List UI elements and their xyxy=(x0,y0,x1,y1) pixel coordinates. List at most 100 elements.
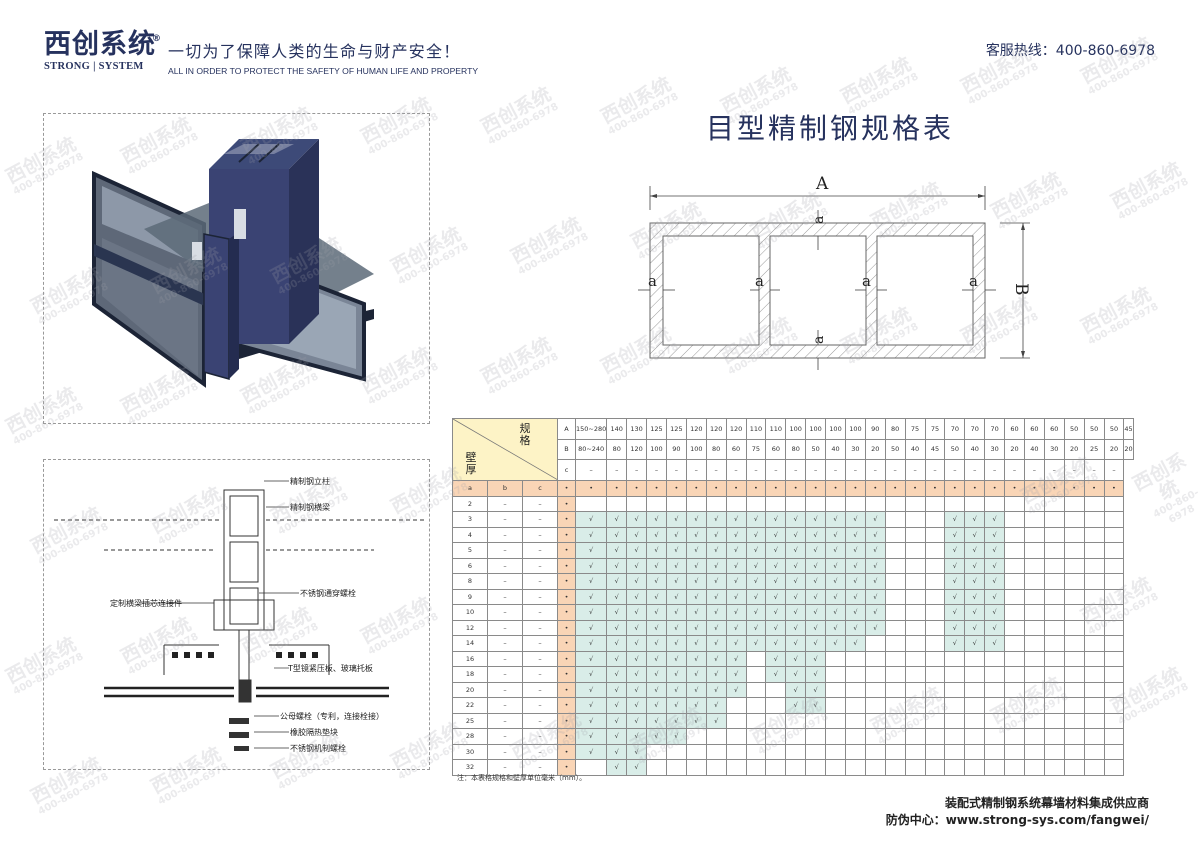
empty-cell xyxy=(884,604,906,621)
empty-cell xyxy=(1083,650,1105,667)
spec-c-value: – xyxy=(805,459,827,481)
b-value: – xyxy=(487,604,523,621)
dot-cell: • xyxy=(904,480,926,497)
empty-cell xyxy=(1004,712,1025,729)
check-cell: √ xyxy=(984,542,1006,559)
spec-A-value: 70 xyxy=(944,418,966,440)
table-row: 22––•√√√√√√√√√ xyxy=(452,697,1134,714)
check-cell: √ xyxy=(944,604,966,621)
empty-cell xyxy=(944,743,966,760)
row-label-B: B xyxy=(557,438,576,461)
dot-cell: • xyxy=(864,480,886,497)
check-cell: √ xyxy=(646,511,667,528)
empty-cell xyxy=(1063,759,1085,776)
check-cell: √ xyxy=(705,573,727,590)
dot-cell: • xyxy=(685,480,707,497)
check-cell: √ xyxy=(864,573,886,590)
spec-A-value: 70 xyxy=(984,418,1006,440)
empty-cell xyxy=(1004,666,1025,683)
empty-cell xyxy=(1004,681,1025,698)
check-cell: √ xyxy=(626,542,648,559)
check-cell: √ xyxy=(705,511,727,528)
spec-c-value: – xyxy=(1083,459,1105,481)
empty-cell xyxy=(805,759,827,776)
empty-cell xyxy=(964,495,986,512)
c-value: – xyxy=(522,712,558,729)
spec-c-value: – xyxy=(864,459,886,481)
empty-cell xyxy=(825,681,846,698)
check-cell: √ xyxy=(964,573,986,590)
dot-cell: • xyxy=(705,480,727,497)
empty-cell xyxy=(864,666,886,683)
brand-name-cn: 西创系统 xyxy=(44,29,156,60)
empty-cell xyxy=(1063,495,1085,512)
empty-cell xyxy=(924,650,946,667)
thickness-value: 22 xyxy=(452,697,488,714)
check-cell: √ xyxy=(745,588,767,605)
check-cell: √ xyxy=(574,511,608,528)
empty-cell xyxy=(884,759,906,776)
watermark-name: 西创系统 xyxy=(1129,449,1190,505)
empty-cell xyxy=(1083,542,1105,559)
spec-c-value: – xyxy=(574,459,608,481)
check-cell: √ xyxy=(685,588,707,605)
check-cell: √ xyxy=(805,650,827,667)
empty-cell xyxy=(1023,681,1045,698)
check-cell: √ xyxy=(944,588,966,605)
empty-cell xyxy=(884,619,906,636)
check-cell: √ xyxy=(626,619,648,636)
check-cell: √ xyxy=(725,681,747,698)
check-cell: √ xyxy=(825,588,846,605)
check-cell: √ xyxy=(745,604,767,621)
empty-cell xyxy=(1063,526,1085,543)
dot-cell: • xyxy=(557,495,576,512)
check-cell: √ xyxy=(844,604,866,621)
c-value: – xyxy=(522,635,558,652)
thickness-value: 25 xyxy=(452,712,488,729)
check-cell: √ xyxy=(805,588,827,605)
spec-A-value: 60 xyxy=(1023,418,1045,440)
spec-A-value: 50 xyxy=(1083,418,1105,440)
empty-cell xyxy=(1023,557,1045,574)
empty-cell xyxy=(1063,697,1085,714)
check-cell: √ xyxy=(765,650,787,667)
thickness-value: 20 xyxy=(452,681,488,698)
c-value: – xyxy=(522,526,558,543)
empty-cell xyxy=(646,495,667,512)
c-value: – xyxy=(522,743,558,760)
check-cell: √ xyxy=(785,635,807,652)
check-cell: √ xyxy=(944,511,966,528)
check-cell: √ xyxy=(745,511,767,528)
corner-label-spec: 规格 xyxy=(519,422,531,447)
curtain-wall-3d-render xyxy=(92,139,374,388)
footer-verify-link[interactable]: 防伪中心：www.strong-sys.com/fangwei/ xyxy=(885,813,1149,827)
empty-cell xyxy=(765,712,787,729)
check-cell: √ xyxy=(685,697,707,714)
check-cell: √ xyxy=(574,588,608,605)
spec-c-value: – xyxy=(725,459,747,481)
check-cell: √ xyxy=(705,526,727,543)
check-cell: √ xyxy=(665,604,687,621)
table-row: 20––•√√√√√√√√√√ xyxy=(452,681,1134,698)
spec-B-value: 20 xyxy=(1103,438,1125,461)
spec-B-value: 80 xyxy=(705,438,727,461)
empty-cell xyxy=(574,759,608,776)
empty-cell xyxy=(864,728,886,745)
empty-cell xyxy=(685,743,707,760)
dot-cell: • xyxy=(557,712,576,729)
table-row-c: c––––––––––––––––––––––––––– xyxy=(453,459,1134,481)
dim-label-a-1: a xyxy=(648,272,657,290)
empty-cell xyxy=(1043,573,1065,590)
thickness-value: 10 xyxy=(452,604,488,621)
spec-A-value: 100 xyxy=(825,418,846,440)
c-value: – xyxy=(522,557,558,574)
spec-c-value: – xyxy=(924,459,946,481)
check-cell: √ xyxy=(964,619,986,636)
empty-cell xyxy=(904,743,926,760)
table-row: 30––•√√√ xyxy=(452,743,1134,760)
empty-cell xyxy=(1103,681,1125,698)
check-cell: √ xyxy=(864,526,886,543)
spec-c-value: – xyxy=(825,459,846,481)
c-value: – xyxy=(522,650,558,667)
check-cell: √ xyxy=(785,650,807,667)
